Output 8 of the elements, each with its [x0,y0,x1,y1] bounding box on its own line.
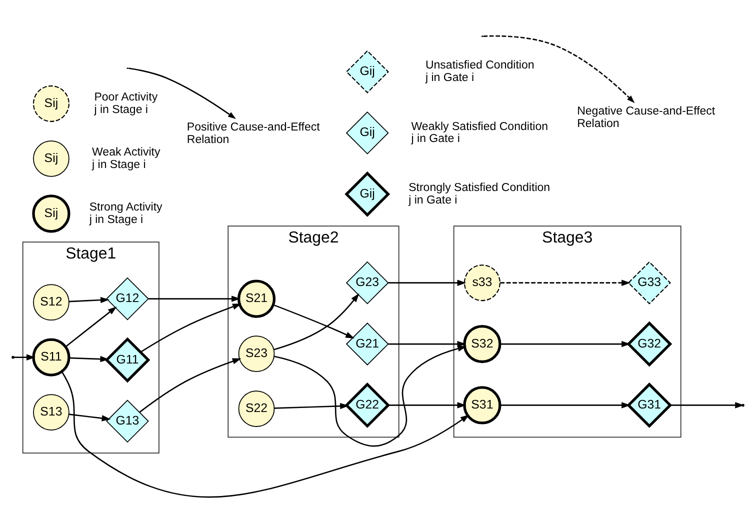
legend-label: Negative Cause-and-Effect Relation [577,105,716,130]
node-label: Strong Activity j in Stage i [89,200,162,226]
node-label: Poor Activity j in Stage i [94,91,158,116]
legend-label: Positive Cause-and-Effect Relation [186,121,320,146]
node-label: Strongly Satisfied Condition j in Gate i [408,181,550,206]
node-label: Weak Activity j in Stage i [92,146,160,170]
node-label: Weakly Satisfied Condition j in Gate i [411,120,548,145]
node-label: Unsatisfied Condition j in Gate i [425,59,534,84]
